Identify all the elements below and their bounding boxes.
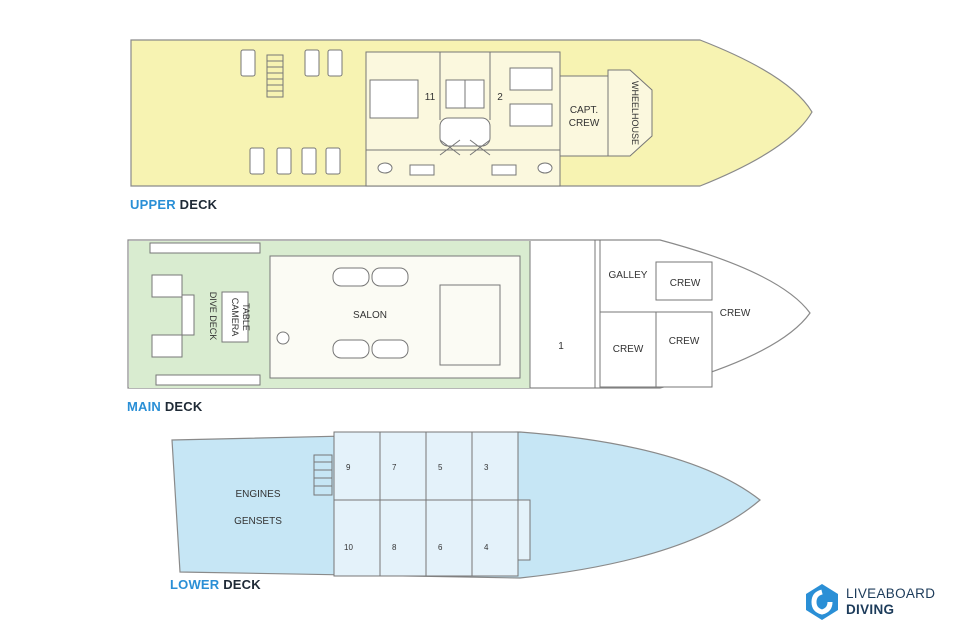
lower-deck-title-highlight: LOWER: [170, 577, 220, 592]
upper-deck: 11 2 CAPT. CREW WHEELHOUSE: [130, 39, 813, 187]
cabin-5-label: 5: [438, 463, 443, 472]
dive-deck-label: DIVE DECK: [208, 292, 218, 341]
salon-sofas: [276, 267, 409, 359]
cabin-7-label: 7: [392, 463, 397, 472]
lower-cabins: [333, 431, 531, 577]
liveaboard-logo-icon: [806, 584, 838, 620]
gensets-label: GENSETS: [234, 516, 282, 527]
capt-label: CAPT.: [570, 105, 598, 116]
galley-label: GALLEY: [609, 270, 648, 281]
lower-deck-title-suffix: DECK: [219, 577, 261, 592]
salon-label: SALON: [353, 310, 387, 321]
sun-loungers: [240, 49, 343, 175]
crew-a-label: CREW: [670, 278, 701, 289]
liveaboard-diving-logo: LIVEABOARD DIVING: [800, 580, 950, 630]
upper-deck-title-suffix: DECK: [175, 197, 218, 212]
main-tanks: [149, 242, 261, 386]
dive-deck-benches: [151, 274, 249, 358]
camera-label: CAMERA: [230, 298, 240, 337]
forward-rooms: [529, 240, 713, 388]
wheelhouse-room: [607, 69, 653, 157]
crew-d-label: CREW: [669, 336, 700, 347]
engines-label: ENGINES: [235, 489, 280, 500]
cabin-10-label: 10: [344, 543, 353, 552]
upper-cabins: [365, 51, 561, 187]
cabin-3-label: 3: [484, 463, 489, 472]
upper-cabin-2-label: 2: [497, 92, 503, 103]
upper-deck-title: UPPER DECK: [130, 197, 217, 212]
main-deck: GALLEY CREW CREW CREW CREW SALON 1 DIVE …: [127, 239, 811, 389]
main-deck-title-suffix: DECK: [161, 399, 203, 414]
crew-b-label: CREW: [720, 308, 751, 319]
capt-crew-room: [559, 75, 609, 157]
upper-stairs: [266, 54, 284, 98]
lower-cabin-numbers: 9 7 5 3 10 8 6 4: [344, 463, 489, 552]
wheelhouse-label: WHEELHOUSE: [630, 81, 640, 145]
lower-stairs: [313, 454, 333, 496]
upper-cabin-11-label: 11: [425, 92, 436, 103]
logo-line-2: DIVING: [846, 602, 895, 617]
logo-line-1: LIVEABOARD: [846, 586, 936, 601]
crew-label: CREW: [569, 118, 600, 129]
cabin-8-label: 8: [392, 543, 397, 552]
cabin-9-label: 9: [346, 463, 351, 472]
cabin-1-label: 1: [558, 341, 564, 352]
upper-deck-title-highlight: UPPER: [130, 197, 176, 212]
cabin-6-label: 6: [438, 543, 443, 552]
main-deck-title-highlight: MAIN: [127, 399, 162, 414]
cabin-4-label: 4: [484, 543, 489, 552]
lower-deck: ENGINES GENSETS 9 7 5 3 10 8 6 4: [171, 431, 761, 579]
crew-c-label: CREW: [613, 344, 644, 355]
lower-deck-title: LOWER DECK: [170, 577, 261, 592]
table-label: TABLE: [241, 303, 251, 331]
main-deck-title: MAIN DECK: [127, 399, 202, 414]
